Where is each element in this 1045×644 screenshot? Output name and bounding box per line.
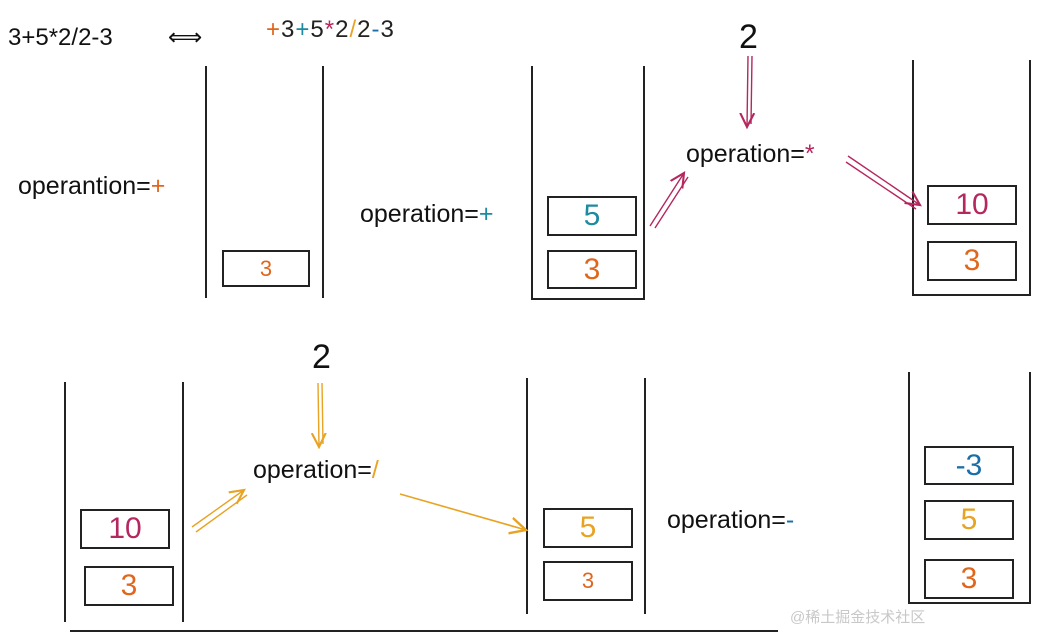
- stack-8-box-neg3: -3: [924, 446, 1014, 485]
- expr-token: -: [371, 16, 380, 43]
- stack-4-box-10: 10: [80, 509, 170, 549]
- operation-label-1: operantion=+: [18, 172, 166, 200]
- stack-8-right-wall: [1029, 372, 1031, 604]
- stack-1-box-3: 3: [222, 250, 310, 287]
- stack-3-bottom: [912, 294, 1031, 296]
- expr-token: 5: [310, 16, 324, 43]
- stack-1-right-wall: [322, 66, 324, 298]
- arrow-op-to-stack3: [845, 155, 920, 210]
- stack-6-box-5: 5: [543, 508, 633, 548]
- watermark: @稀土掘金技术社区: [790, 609, 926, 626]
- expr-token: *: [324, 16, 335, 43]
- bottom-rule: [70, 630, 778, 632]
- arrow-stack4-to-op: [191, 490, 248, 533]
- operation-label-5: operation=/: [253, 456, 379, 484]
- incoming-number-top: 2: [739, 18, 758, 56]
- stack-8-bottom: [908, 602, 1031, 604]
- expr-token: 3: [380, 16, 394, 43]
- stack-3-right-wall: [1029, 60, 1031, 296]
- stack-3-box-3: 3: [927, 241, 1017, 281]
- stack-6-box-3: 3: [543, 561, 633, 601]
- stack-2-box-3: 3: [547, 250, 637, 289]
- operation-label-3: operation=*: [686, 140, 815, 168]
- stack-4-box-3: 3: [84, 566, 174, 606]
- stack-2-right-wall: [643, 66, 645, 300]
- expr-token: 2: [357, 16, 371, 43]
- stack-3-left-wall: [912, 60, 914, 296]
- incoming-number-bottom: 2: [312, 338, 331, 376]
- stack-6-right-wall: [644, 378, 646, 614]
- arrow-down-top: [747, 55, 752, 127]
- stack-8-box-3: 3: [924, 559, 1014, 599]
- arrow-op-to-stack6: [399, 493, 526, 530]
- stack-8-box-5: 5: [924, 500, 1014, 540]
- expr-token: +: [295, 16, 310, 43]
- expr-token: 2: [335, 16, 349, 43]
- arrow-down-bottom: [318, 382, 323, 447]
- operation-label-7: operation=-: [667, 506, 795, 534]
- iff-symbol: ⟺: [168, 24, 203, 51]
- stack-8-left-wall: [908, 372, 910, 604]
- equation-text: 3+5*2/2-3: [8, 24, 113, 51]
- stack-2-box-5: 5: [547, 196, 637, 236]
- stack-3-box-10: 10: [927, 185, 1017, 225]
- stack-2-left-wall: [531, 66, 533, 300]
- arrow-stack2-to-op: [649, 173, 689, 229]
- colored-expression: +3+5*2/2-3: [266, 18, 395, 42]
- stack-4-right-wall: [182, 382, 184, 622]
- stack-4-left-wall: [64, 382, 66, 622]
- stack-6-left-wall: [526, 378, 528, 614]
- stack-1-left-wall: [205, 66, 207, 298]
- stack-2-bottom: [531, 298, 645, 300]
- operation-label-2: operation=+: [360, 200, 494, 228]
- expr-token: /: [349, 16, 357, 43]
- expr-token: 3: [281, 16, 295, 43]
- expr-token: +: [266, 16, 281, 43]
